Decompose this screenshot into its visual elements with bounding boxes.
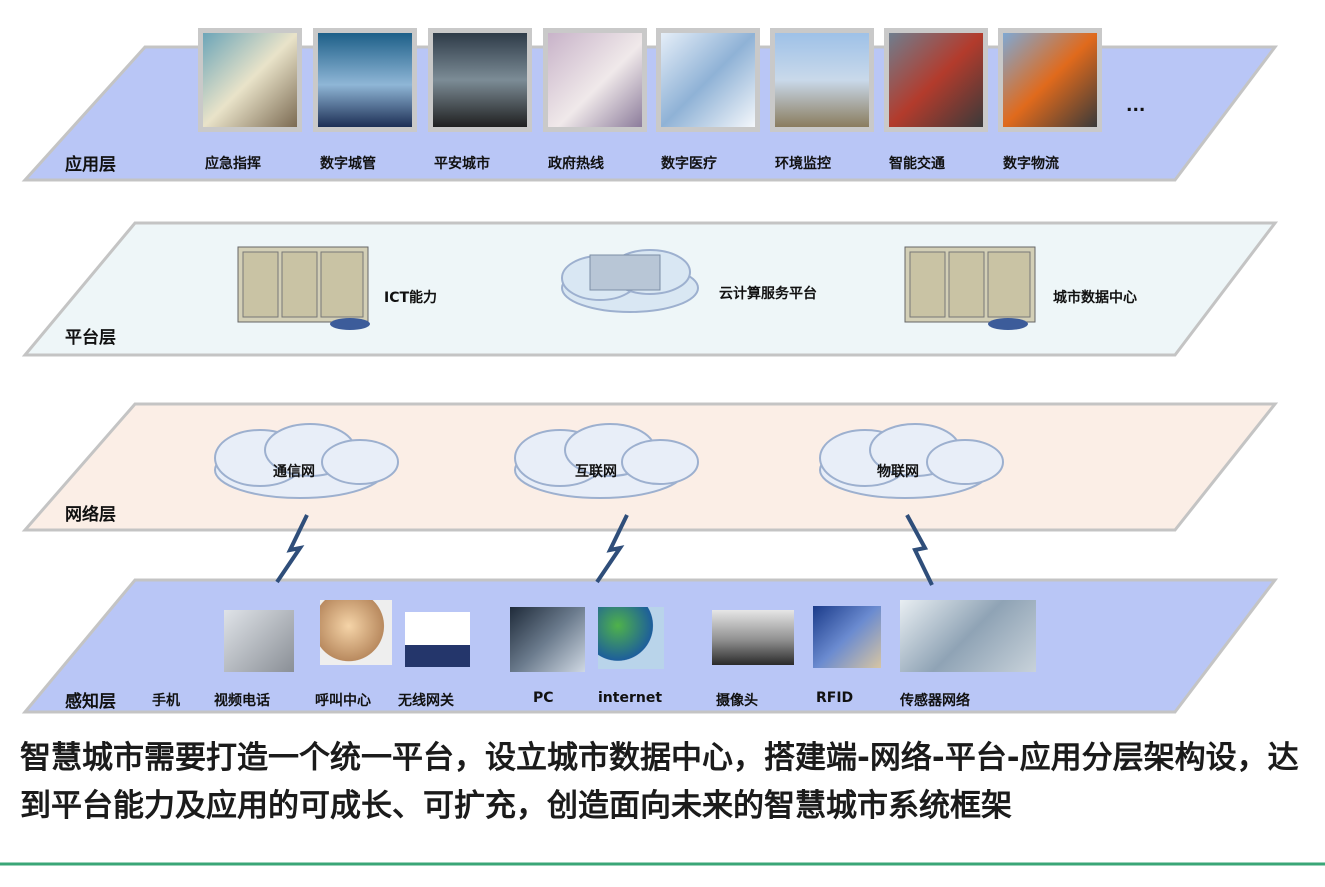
server-rack-icon (237, 246, 370, 330)
perception-item-label: 摄像头 (716, 693, 758, 709)
platform-item-label: 城市数据中心 (1053, 290, 1137, 306)
perception-item-label: PC (533, 690, 554, 706)
application-item-label: 数字城管 (320, 156, 376, 172)
perception-item-label: 视频电话 (214, 693, 270, 709)
application-item-label: 平安城市 (434, 156, 490, 172)
application-item-label: 政府热线 (548, 156, 604, 172)
application-item-label: 环境监控 (775, 156, 831, 172)
perception-item-label: 传感器网络 (900, 693, 970, 709)
environment-monitoring-image (770, 28, 874, 132)
safe-city-image (428, 28, 532, 132)
application-item-label: 智能交通 (889, 156, 945, 172)
more-ellipsis: ... (1126, 96, 1146, 116)
network-layer-label: 网络层 (65, 505, 116, 525)
rfid-icon (813, 606, 881, 668)
wireless-gateway-icon (405, 612, 470, 667)
perception-item-label: 手机 (152, 693, 180, 709)
pc-icon (510, 607, 585, 672)
platform-item-label: 云计算服务平台 (719, 286, 817, 302)
sensor-network-icon (900, 600, 1036, 672)
perception-item-label: 呼叫中心 (315, 693, 371, 709)
digital-city-management-image (313, 28, 417, 132)
government-hotline-image (543, 28, 647, 132)
digital-healthcare-image (656, 28, 760, 132)
network-item-label: 物联网 (877, 464, 919, 480)
digital-logistics-image (998, 28, 1102, 132)
perception-item-label: 无线网关 (398, 693, 454, 709)
caption-text: 智慧城市需要打造一个统一平台，设立城市数据中心，搭建端-网络-平台-应用分层架构… (20, 740, 1299, 824)
application-item-label: 数字医疗 (661, 156, 717, 172)
call-center-icon (320, 600, 392, 665)
lightning-connector-icon (905, 514, 934, 586)
smart-traffic-image (884, 28, 988, 132)
camera-icon (712, 610, 794, 665)
network-item-label: 互联网 (575, 464, 617, 480)
server-rack-icon (904, 246, 1036, 330)
internet-globe-icon (598, 607, 664, 669)
platform-layer-label: 平台层 (65, 328, 116, 348)
network-item-label: 通信网 (273, 464, 315, 480)
perception-layer-label: 感知层 (65, 692, 116, 712)
caption-block: 智慧城市需要打造一个统一平台，设立城市数据中心，搭建端-网络-平台-应用分层架构… (0, 722, 1325, 887)
cloud-icon (819, 423, 1004, 499)
video-phone-icon (224, 610, 294, 672)
lightning-connector-icon (275, 514, 309, 584)
cloud-icon (514, 423, 699, 499)
server-icon (589, 254, 661, 291)
perception-item-label: RFID (816, 690, 854, 706)
emergency-command-image (198, 28, 302, 132)
cloud-icon (214, 423, 399, 499)
lightning-connector-icon (595, 514, 629, 584)
application-item-label: 数字物流 (1003, 156, 1059, 172)
platform-item-label: ICT能力 (384, 290, 438, 306)
perception-item-label: internet (598, 690, 663, 706)
application-item-label: 应急指挥 (205, 156, 261, 172)
application-layer-label: 应用层 (65, 155, 116, 175)
